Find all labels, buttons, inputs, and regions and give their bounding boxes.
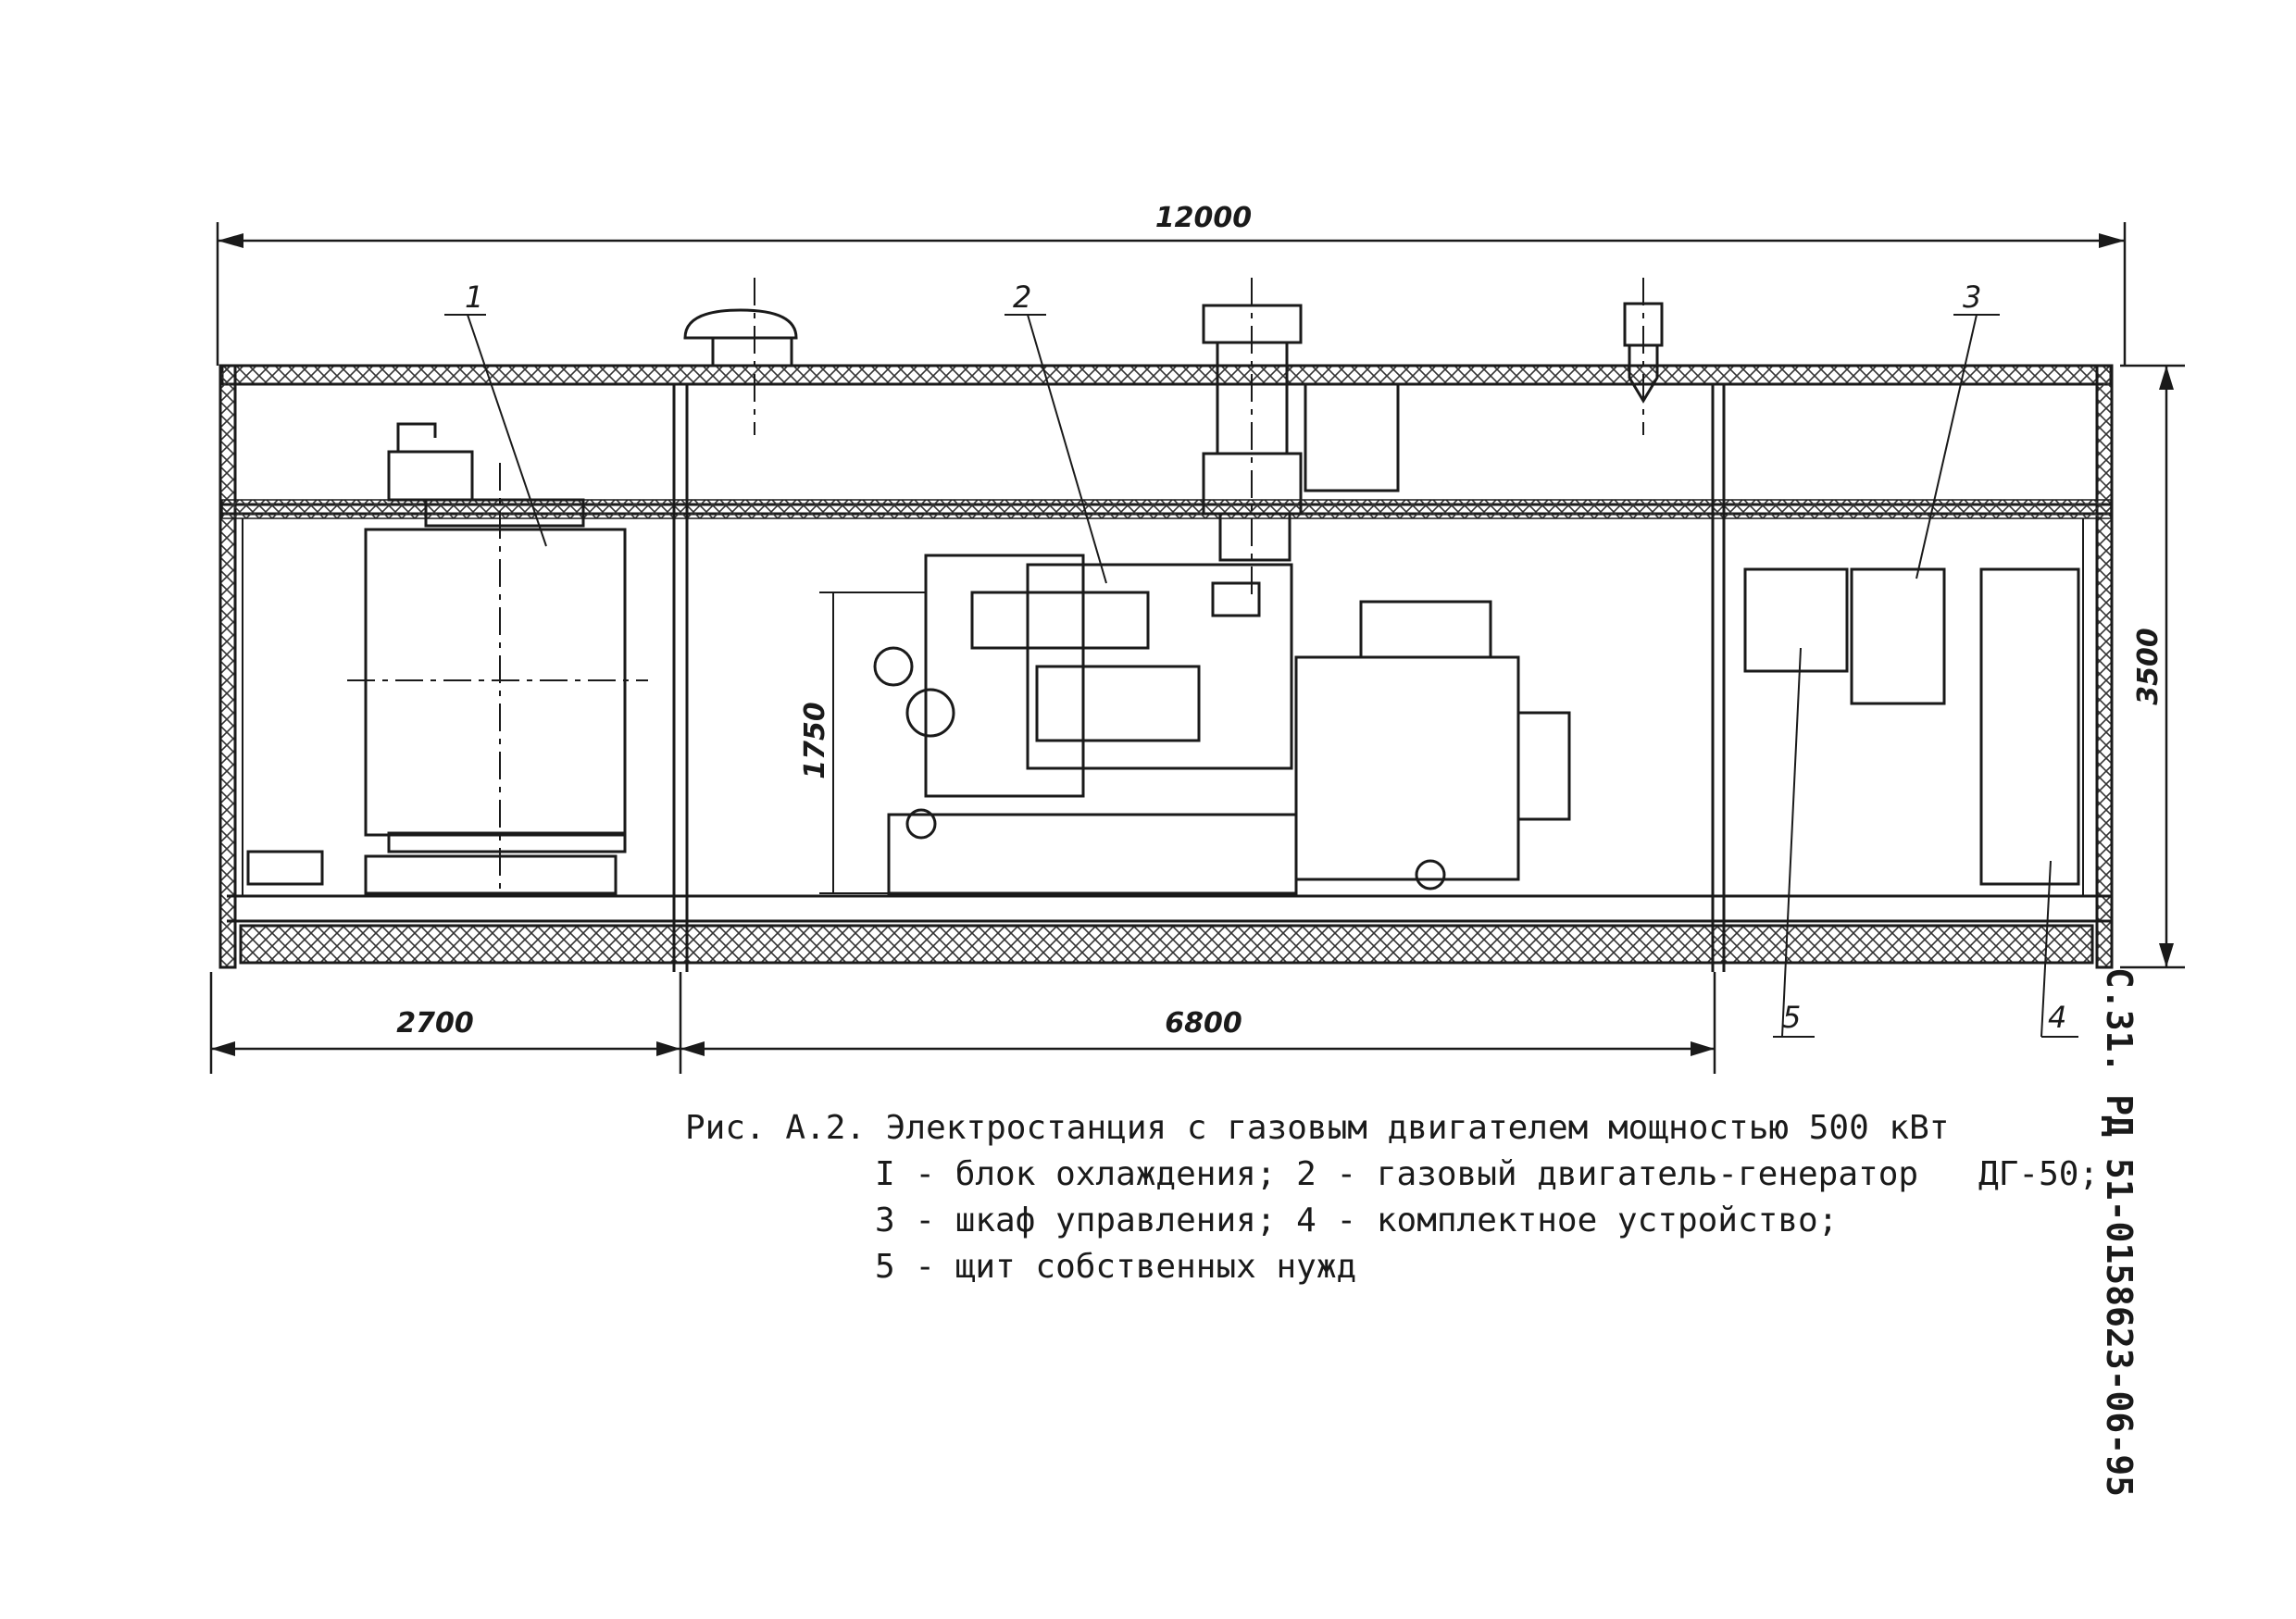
callout-1: 1 [465, 280, 483, 315]
dim-height: 3500 [2132, 628, 2165, 705]
dim-engine-height: 1750 [799, 702, 831, 779]
dim-section-left: 2700 [396, 1007, 474, 1040]
figure-caption-title: Рис. А.2. Электростанция с газовым двига… [685, 1109, 1950, 1147]
callout-2: 2 [1013, 280, 1031, 315]
figure-caption-line-1: I - блок охлаждения; 2 - газовый двигате… [875, 1155, 2100, 1193]
callout-5: 5 [1782, 1000, 1801, 1035]
side-stamp: С.31. РД 51-0158623-06-95 [2099, 967, 2143, 1497]
figure-caption-line-3: 5 - щит собственных нужд [875, 1248, 1357, 1286]
callout-4: 4 [2048, 1000, 2066, 1035]
dim-section-middle: 6800 [1165, 1007, 1242, 1040]
document-code: С.31. РД 51-0158623-06-95 [2099, 967, 2140, 1497]
callout-3: 3 [1963, 280, 1981, 315]
dim-overall-length: 12000 [1155, 202, 1252, 234]
figure-caption-line-2: 3 - шкаф управления; 4 - комплектное уст… [875, 1202, 1839, 1239]
